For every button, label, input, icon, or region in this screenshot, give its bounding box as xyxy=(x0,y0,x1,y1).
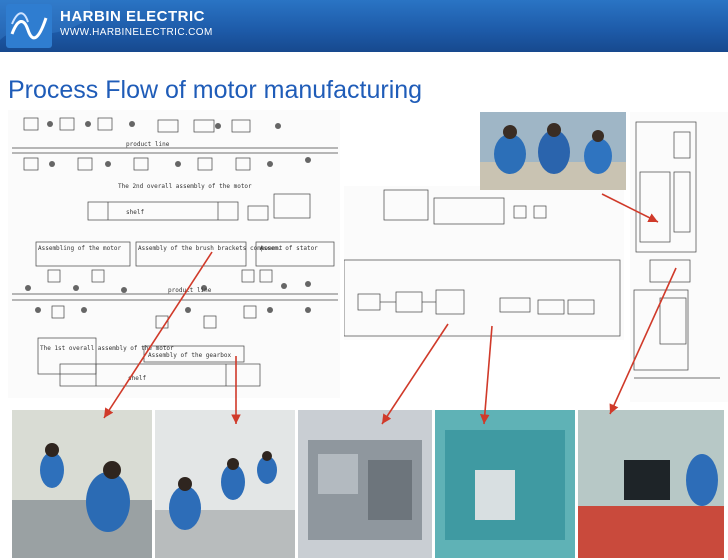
photo-automated-machine xyxy=(298,410,432,558)
label-assembling-rotor: Assembling of the motor xyxy=(38,245,121,252)
right-layout-drawing xyxy=(630,112,728,402)
layout-drawing: product line The 2nd overall assembly of… xyxy=(8,110,340,398)
label-final-assembly: The 2nd overall assembly of the motor xyxy=(118,183,252,190)
label-product-line-top: product line xyxy=(126,141,170,148)
brand-url: WWW.HARBINELECTRIC.COM xyxy=(60,27,213,38)
layout-drawing-svg: product line The 2nd overall assembly of… xyxy=(12,117,338,387)
brand-name: HARBIN ELECTRIC xyxy=(60,8,205,25)
process-schematic xyxy=(343,186,624,340)
harbin-electric-logo-icon xyxy=(6,4,52,48)
photo-workers-stations xyxy=(155,410,295,558)
label-first-assembly: The 1st overall assembly of the motor xyxy=(40,345,174,352)
label-product-line-bottom: product line xyxy=(168,287,212,294)
label-shelf-top: shelf xyxy=(126,209,144,216)
label-shelf-bottom: shelf xyxy=(128,375,146,382)
photo-test-bench xyxy=(578,410,724,558)
label-brush-assembly: Assembly of the brush brackets component xyxy=(138,245,283,252)
label-gearbox-assembly: Assembly of the gearbox xyxy=(148,352,231,359)
photo-workers-bench xyxy=(12,410,152,558)
photo-machine-enclosure xyxy=(435,410,575,558)
header-banner: HARBIN ELECTRIC WWW.HARBINELECTRIC.COM xyxy=(0,0,728,52)
photo-assembly-line-top xyxy=(480,112,626,190)
slide-title: Process Flow of motor manufacturing xyxy=(8,76,423,104)
label-stator-assembly: Assem. of stator xyxy=(260,245,318,252)
